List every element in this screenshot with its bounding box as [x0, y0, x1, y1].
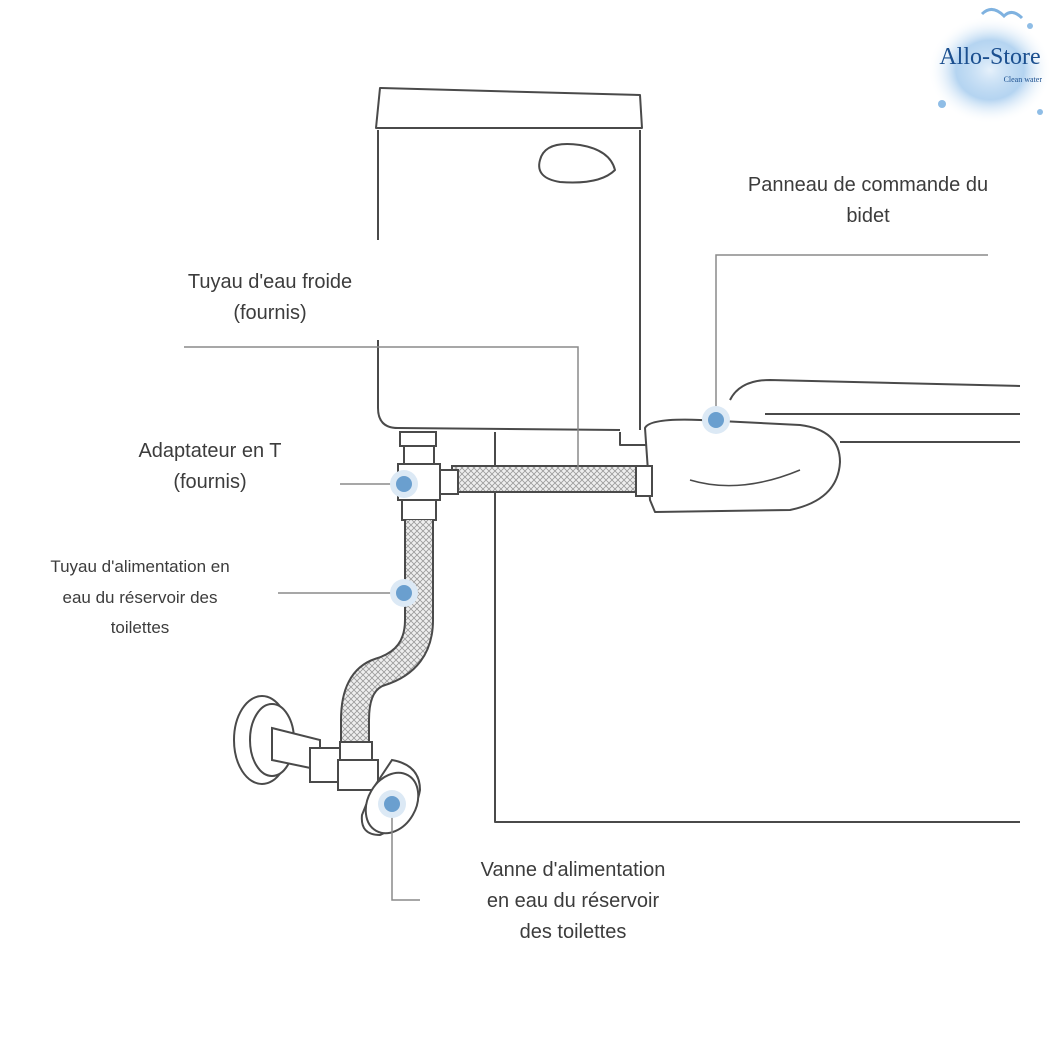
- marker-tank-supply-hose: [390, 579, 418, 607]
- water-splash-icon: [928, 8, 1052, 124]
- bidet-control-panel: [644, 418, 841, 513]
- toilet-bowl: [494, 432, 1020, 823]
- cold-water-hose: [451, 465, 653, 497]
- toilet-tank-lid: [375, 87, 643, 129]
- leader-lines: [184, 254, 988, 901]
- label-tank-supply-valve: Vanne d'alimentation en eau du réservoir…: [480, 859, 666, 943]
- label-cold-water-hose: Tuyau d'eau froide (fournis): [187, 271, 353, 324]
- tank-supply-valve: [233, 695, 422, 837]
- leader-bidet-panel: [715, 254, 988, 420]
- tank-supply-hose: [339, 520, 434, 761]
- markers: [378, 406, 730, 818]
- bidet-seat: [729, 379, 1021, 443]
- label-t-adapter: Adaptateur en T (fournis): [138, 440, 282, 493]
- logo-tagline: Clean water: [1003, 75, 1042, 84]
- label-tank-supply-hose: Tuyau d'alimentation en eau du réservoir…: [50, 557, 230, 638]
- logo-name: Allo-Store: [939, 44, 1041, 70]
- marker-t-adapter: [390, 470, 418, 498]
- allo-store-logo: Allo-Store Clean water: [922, 4, 1058, 134]
- leader-tank-supply-valve: [391, 804, 420, 901]
- marker-tank-supply-valve: [378, 790, 406, 818]
- toilet-tank: [377, 130, 641, 431]
- marker-bidet-panel: [702, 406, 730, 434]
- t-adapter: [397, 431, 459, 521]
- leader-cold-water-hose: [184, 346, 579, 470]
- label-bidet-panel: Panneau de commande du bidet: [747, 174, 989, 227]
